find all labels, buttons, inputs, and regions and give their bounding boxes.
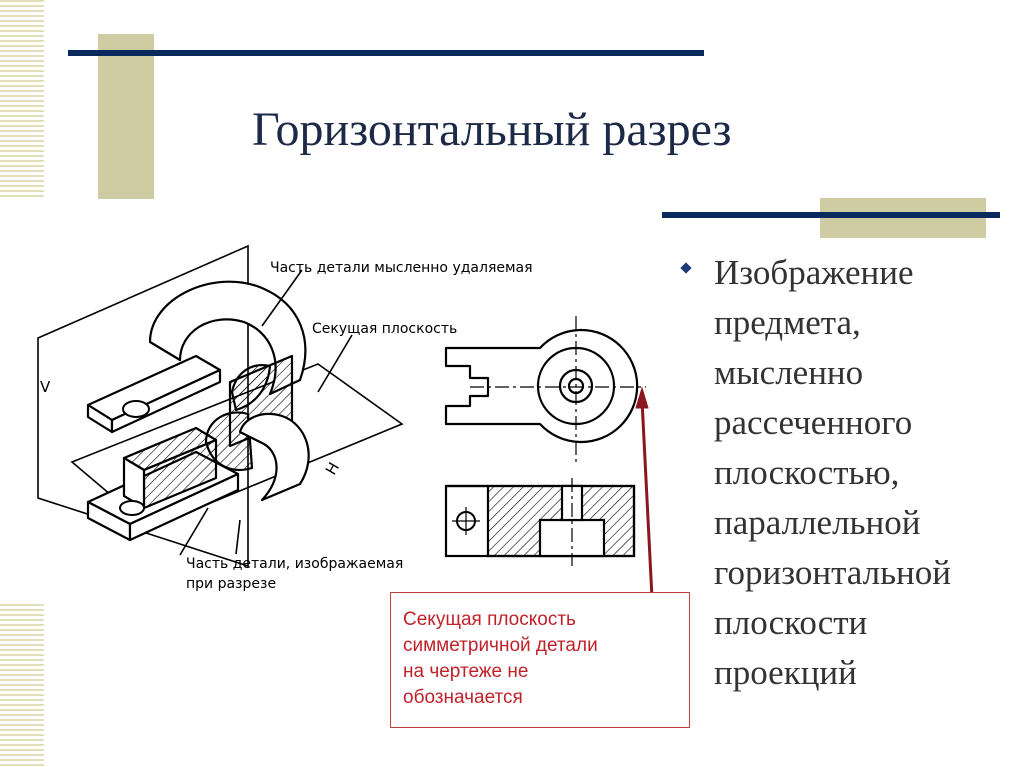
plane-v-label: V [40, 378, 51, 396]
left-stripes-bottom [0, 604, 44, 767]
leader-lines [179, 269, 353, 556]
note-box: Секущая плоскость симметричной детали на… [390, 592, 690, 728]
title-accent-block [98, 34, 154, 199]
technical-drawing: V H Часть детали мысленно удаляемая Секу… [37, 244, 654, 599]
label-shown-part-line1: Часть детали, изображаемая [186, 556, 403, 572]
upper-bolt-hole [122, 400, 150, 418]
title-rule [68, 50, 704, 56]
plan-view [444, 328, 639, 444]
plan-centerlines [470, 316, 646, 462]
slide-title: Горизонтальный разрез [252, 103, 732, 156]
shown-part [86, 411, 310, 542]
label-removed-part: Часть детали мысленно удаляемая [270, 260, 533, 276]
plane-h-label: H [322, 459, 343, 478]
label-cutting-plane: Секущая плоскость [312, 321, 457, 337]
label-shown-part-line2: при разрезе [186, 576, 276, 592]
bullet-rule [662, 212, 1000, 218]
lower-bolt-hole [119, 500, 145, 516]
note-arrow [635, 386, 654, 599]
section-hole-mark [452, 478, 573, 566]
plane-v [37, 244, 249, 568]
left-stripes-top [0, 0, 44, 200]
bullet-accent-block [820, 198, 986, 238]
bullet-text: Изображение предмета, мысленно рассеченн… [714, 253, 952, 692]
